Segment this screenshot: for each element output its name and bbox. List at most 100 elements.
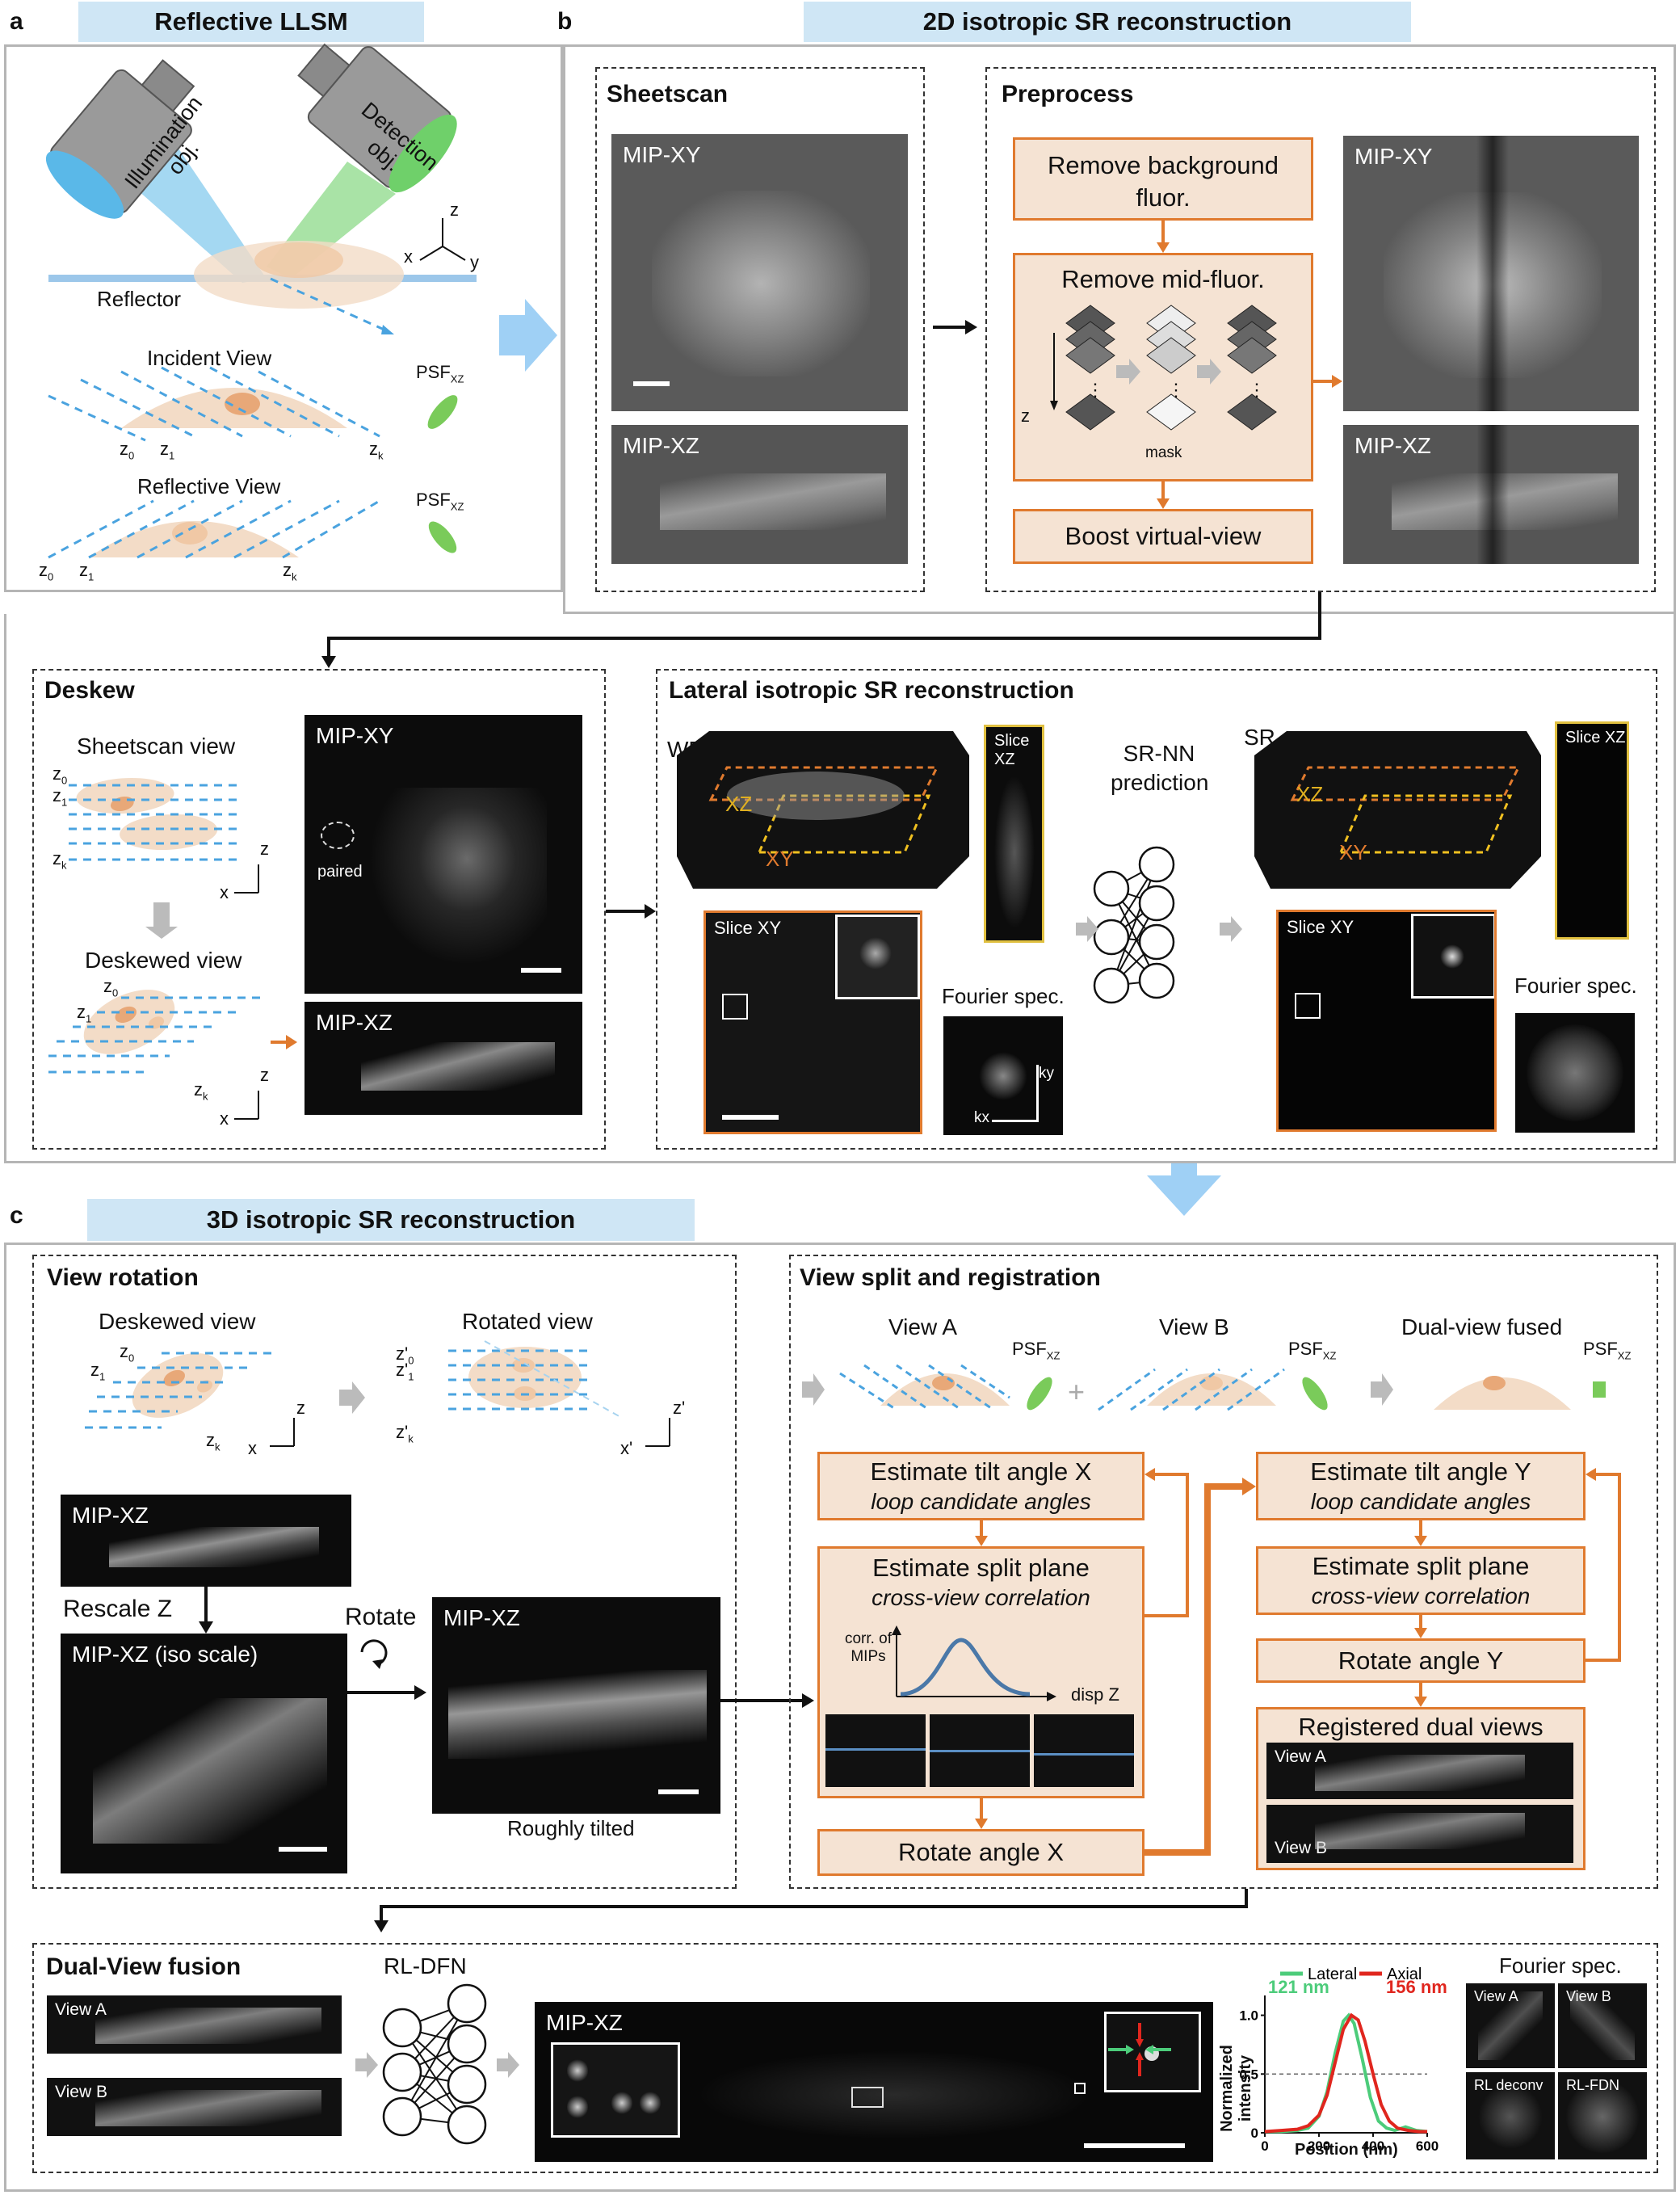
rotated-view-label: Rotated view	[462, 1309, 593, 1334]
z1-a2: z1	[79, 560, 94, 583]
split-psf-a: PSFXZ	[1012, 1339, 1060, 1362]
psf-a-2: PSFXZ	[416, 490, 464, 513]
corr-of-mips-label: corr. of MIPs	[844, 1630, 892, 1665]
axis-x-a: x	[404, 246, 413, 267]
fusion-fourier-title: Fourier spec.	[1499, 1953, 1622, 1978]
roughly-tilted-label: Roughly tilted	[507, 1816, 635, 1840]
panel-a-frame	[4, 44, 563, 592]
estimate-tilt-x-step: Estimate tilt angle X loop candidate ang…	[817, 1452, 1144, 1520]
panel-b-frame-top	[563, 44, 1676, 614]
c-deskewed-view-label: Deskewed view	[99, 1309, 256, 1334]
sr-fourier-label: Fourier spec.	[1514, 973, 1637, 998]
zk-a: zk	[369, 439, 384, 462]
mask-label: mask	[1145, 444, 1182, 461]
fusion-view-a: View A	[47, 1995, 342, 2054]
split-psf-b: PSFXZ	[1288, 1339, 1337, 1362]
remove-mid-fluor-step: Remove mid-fluor.	[1013, 253, 1313, 481]
chart-y-tick-label: 0	[1251, 2126, 1258, 2141]
c-zk: zk	[206, 1430, 220, 1453]
panel-a-banner: Reflective LLSM	[78, 2, 424, 42]
panel-b-banner: 2D isotropic SR reconstruction	[804, 2, 1411, 42]
chart-x-tick-label: 0	[1261, 2138, 1268, 2154]
split-view-b-label: View B	[1159, 1314, 1229, 1339]
c-z1: z1	[90, 1360, 106, 1383]
deskew-mip-xz: MIP-XZ	[304, 1002, 582, 1115]
remove-background-step: Remove background fluor.	[1013, 137, 1313, 221]
rescale-z-label: Rescale Z	[63, 1596, 173, 1622]
deskew-mip-xy: MIP-XY paired	[304, 715, 582, 994]
deskew-z1: z1	[52, 785, 68, 809]
wf-slice-xz: Slice XZ	[984, 725, 1044, 943]
reflector-label: Reflector	[97, 287, 182, 311]
fourier-rl-fdn: RL-FDN	[1558, 2072, 1647, 2159]
sr-xy-label: XY	[1339, 840, 1367, 864]
sr-slice-xz: Slice XZ	[1555, 721, 1629, 940]
zk-a2: zk	[283, 560, 297, 583]
srnn-label: SR-NN prediction	[1111, 741, 1209, 795]
dual-view-fused-label: Dual-view fused	[1401, 1314, 1563, 1339]
boost-virtual-view-step: Boost virtual-view	[1013, 509, 1313, 564]
chart-y-tick-label: 1.0	[1239, 2008, 1258, 2024]
fusion-mip-xz: MIP-XZ	[535, 2002, 1213, 2162]
split-psf-fused: PSFXZ	[1583, 1339, 1632, 1362]
sheetscan-view-label: Sheetscan view	[77, 734, 236, 759]
chart-y-tick-label: 0.5	[1239, 2067, 1258, 2082]
stack-dots-3: ⋮	[1248, 380, 1266, 400]
split-mip-3	[1034, 1714, 1134, 1787]
chart-x-tick-label: 400	[1362, 2138, 1384, 2154]
chart-series-axial	[1264, 2012, 1427, 2134]
wf-slice-xy: Slice XY	[704, 910, 922, 1134]
z1-a: z1	[160, 439, 175, 462]
stack-dots-2: ⋮	[1167, 380, 1185, 400]
sr-xz-label: XZ	[1296, 782, 1324, 806]
deskew-zkb: zk	[194, 1079, 208, 1103]
fourier-view-b: View B	[1558, 1983, 1647, 2068]
z0-a2: z0	[39, 560, 54, 583]
reflective-view-label: Reflective View	[137, 474, 281, 498]
preprocess-mip-xz: MIP-XZ	[1343, 425, 1639, 564]
estimate-split-plane-y-step: Estimate split plane cross-view correlat…	[1256, 1546, 1586, 1615]
deskew-axis-x1: x	[220, 882, 229, 902]
chart-series-lateral	[1265, 2012, 1428, 2134]
split-view-a-label: View A	[888, 1314, 958, 1339]
deskewed-view-label: Deskewed view	[85, 948, 242, 973]
rotate-angle-y-step: Rotate angle Y	[1256, 1638, 1586, 1683]
deskew-title: Deskew	[44, 677, 135, 704]
fusion-view-b: View B	[47, 2078, 342, 2136]
c-z1p: z'1	[396, 1360, 414, 1383]
sr-label: SR	[1244, 725, 1275, 750]
panel-b-frame-bottom	[4, 614, 1676, 1163]
axis-z-a: z	[450, 200, 459, 220]
deskew-axis-z2: z	[260, 1065, 269, 1085]
view-rotation-title: View rotation	[47, 1264, 199, 1291]
disp-z-label: disp Z	[1071, 1684, 1119, 1705]
sheetscan-mip-xz: MIP-XZ	[611, 425, 908, 564]
c-z0: z0	[120, 1341, 135, 1365]
c-axis-x: x	[248, 1438, 257, 1458]
lateral-sr-box	[656, 669, 1657, 1150]
chart-x-tick-label: 200	[1308, 2138, 1330, 2154]
wf-xy-label: XY	[766, 847, 794, 871]
panel-c-banner: 3D isotropic SR reconstruction	[87, 1199, 695, 1241]
split-mip-2	[930, 1714, 1030, 1787]
preprocess-z-label: z	[1021, 406, 1030, 426]
c-mip-xz-small: MIP-XZ	[61, 1495, 351, 1587]
wf-fourier-label: Fourier spec.	[942, 984, 1065, 1008]
panel-c-letter: c	[10, 1202, 23, 1229]
chart-legend-label-axial: Axial	[1387, 1966, 1422, 1983]
deskew-z1b: z1	[77, 1002, 92, 1025]
chart-legend-label-lateral: Lateral	[1308, 1966, 1357, 1983]
c-z0p: z'0	[396, 1343, 414, 1367]
sheetscan-box	[595, 67, 925, 592]
deskew-z0: z0	[52, 763, 68, 787]
